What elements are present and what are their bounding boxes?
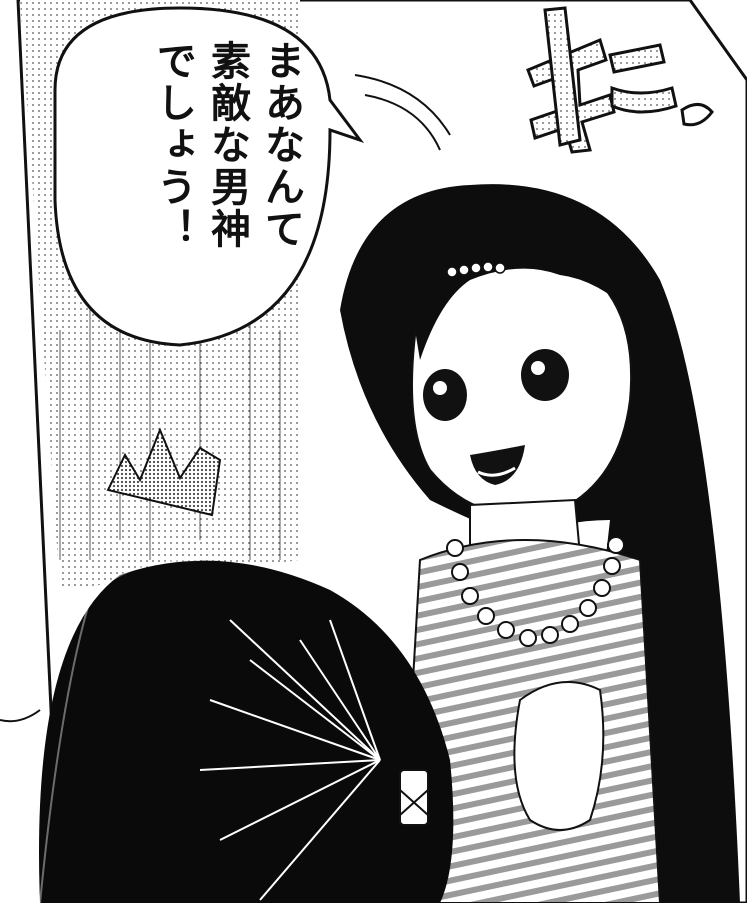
left-eye xyxy=(423,369,467,421)
burst-lines xyxy=(199,619,381,901)
headband xyxy=(446,261,506,278)
motion-lines xyxy=(354,74,451,151)
crown-shape xyxy=(106,427,222,517)
sound-effect-graphic xyxy=(526,6,714,154)
foreground-hair xyxy=(39,560,454,903)
right-eye xyxy=(521,349,569,401)
speech-bubble xyxy=(53,6,365,347)
speech-bubble-text: まあなんて 素敵な男神 でしょう！ xyxy=(150,40,304,250)
hair-tie xyxy=(399,769,429,826)
pearl-necklace xyxy=(446,536,625,647)
speed-lines xyxy=(59,300,281,560)
girl-hands xyxy=(513,681,605,831)
